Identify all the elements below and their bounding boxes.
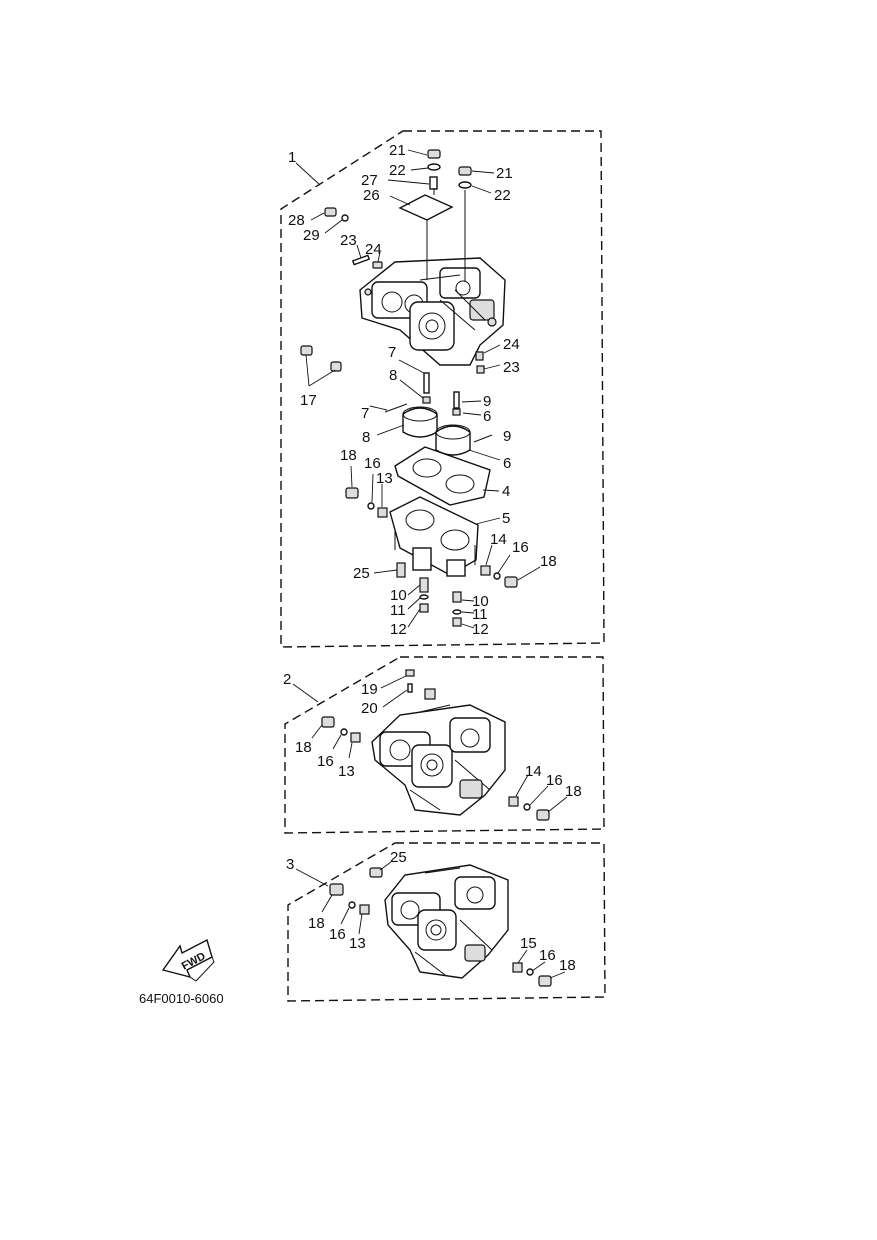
callout-label: 20 (361, 700, 378, 717)
callout-label: 4 (502, 483, 510, 500)
callout-label: 24 (503, 336, 520, 353)
callout-label: 29 (303, 227, 320, 244)
callout-label: 21 (496, 165, 513, 182)
callout-label: 19 (361, 681, 378, 698)
panel-3: 3 25 (286, 842, 606, 1002)
carburetor-body-illustration (359, 257, 506, 366)
callout-label: 16 (364, 455, 381, 472)
callout-label: 18 (308, 915, 325, 932)
callout-label: 16 (317, 753, 334, 770)
callout-label: 16 (546, 772, 563, 789)
panel-number: 2 (283, 671, 291, 688)
callout-label: 23 (340, 232, 357, 249)
callout-label: 6 (483, 408, 491, 425)
panel-number: 3 (286, 856, 294, 873)
callout-label: 16 (512, 539, 529, 556)
panel-3-leaders (321, 861, 566, 979)
callout-label: 14 (490, 531, 507, 548)
callout-label: 18 (340, 447, 357, 464)
callout-label: 12 (472, 621, 489, 638)
callout-label: 8 (389, 367, 397, 384)
panel-3-callouts: 25 18 16 13 15 16 18 (308, 849, 576, 974)
panel-2-leaders (311, 675, 568, 813)
panel-2-boundary (284, 656, 605, 834)
callout-label: 11 (390, 602, 406, 619)
callout-label: 21 (389, 142, 406, 159)
callout-label: 10 (472, 593, 489, 610)
callout-label: 18 (565, 783, 582, 800)
callout-label: 25 (390, 849, 407, 866)
callout-label: 13 (338, 763, 355, 780)
callout-label: 5 (502, 510, 510, 527)
callout-label: 18 (559, 957, 576, 974)
carburetor-assembly-illustration (371, 688, 506, 816)
callout-label: 18 (540, 553, 557, 570)
callout-label: 7 (388, 344, 396, 361)
callout-label: 16 (329, 926, 346, 943)
panel-1: 1 (280, 130, 605, 648)
callout-label: 6 (503, 455, 511, 472)
callout-label: 26 (363, 187, 380, 204)
callout-label: 8 (362, 429, 370, 446)
callout-label: 10 (390, 587, 407, 604)
callout-label: 9 (503, 428, 511, 445)
callout-label: 13 (349, 935, 366, 952)
callout-label: 25 (353, 565, 370, 582)
panel-number: 1 (288, 149, 296, 166)
callout-label: 13 (376, 470, 393, 487)
panel-1-boundary (280, 130, 605, 648)
panel-2: 2 (283, 656, 605, 834)
panel-1-leaders (305, 149, 541, 629)
panel-2-callouts: 19 20 18 16 13 14 16 18 (295, 681, 582, 800)
callout-label: 9 (483, 393, 491, 410)
callout-label: 16 (539, 947, 556, 964)
callout-label: 24 (365, 241, 382, 258)
callout-label: 22 (389, 162, 406, 179)
callout-label: 15 (520, 935, 537, 952)
callout-label: 12 (390, 621, 407, 638)
panel-1-callouts: 21 22 27 26 28 29 23 24 21 22 24 23 17 7… (288, 142, 557, 638)
panel-3-boundary (287, 842, 606, 1002)
callout-label: 18 (295, 739, 312, 756)
callout-label: 11 (472, 606, 488, 623)
carburetor-assembly-illustration (384, 864, 509, 979)
callout-label: 17 (300, 392, 317, 409)
callout-label: 22 (494, 187, 511, 204)
drawing-code: 64F0010-6060 (139, 991, 224, 1006)
callout-label: 14 (525, 763, 542, 780)
callout-label: 7 (361, 405, 369, 422)
callout-label: 28 (288, 212, 305, 229)
fwd-arrow-icon: FWD (161, 938, 215, 982)
callout-label: 27 (361, 172, 378, 189)
callout-label: 23 (503, 359, 520, 376)
